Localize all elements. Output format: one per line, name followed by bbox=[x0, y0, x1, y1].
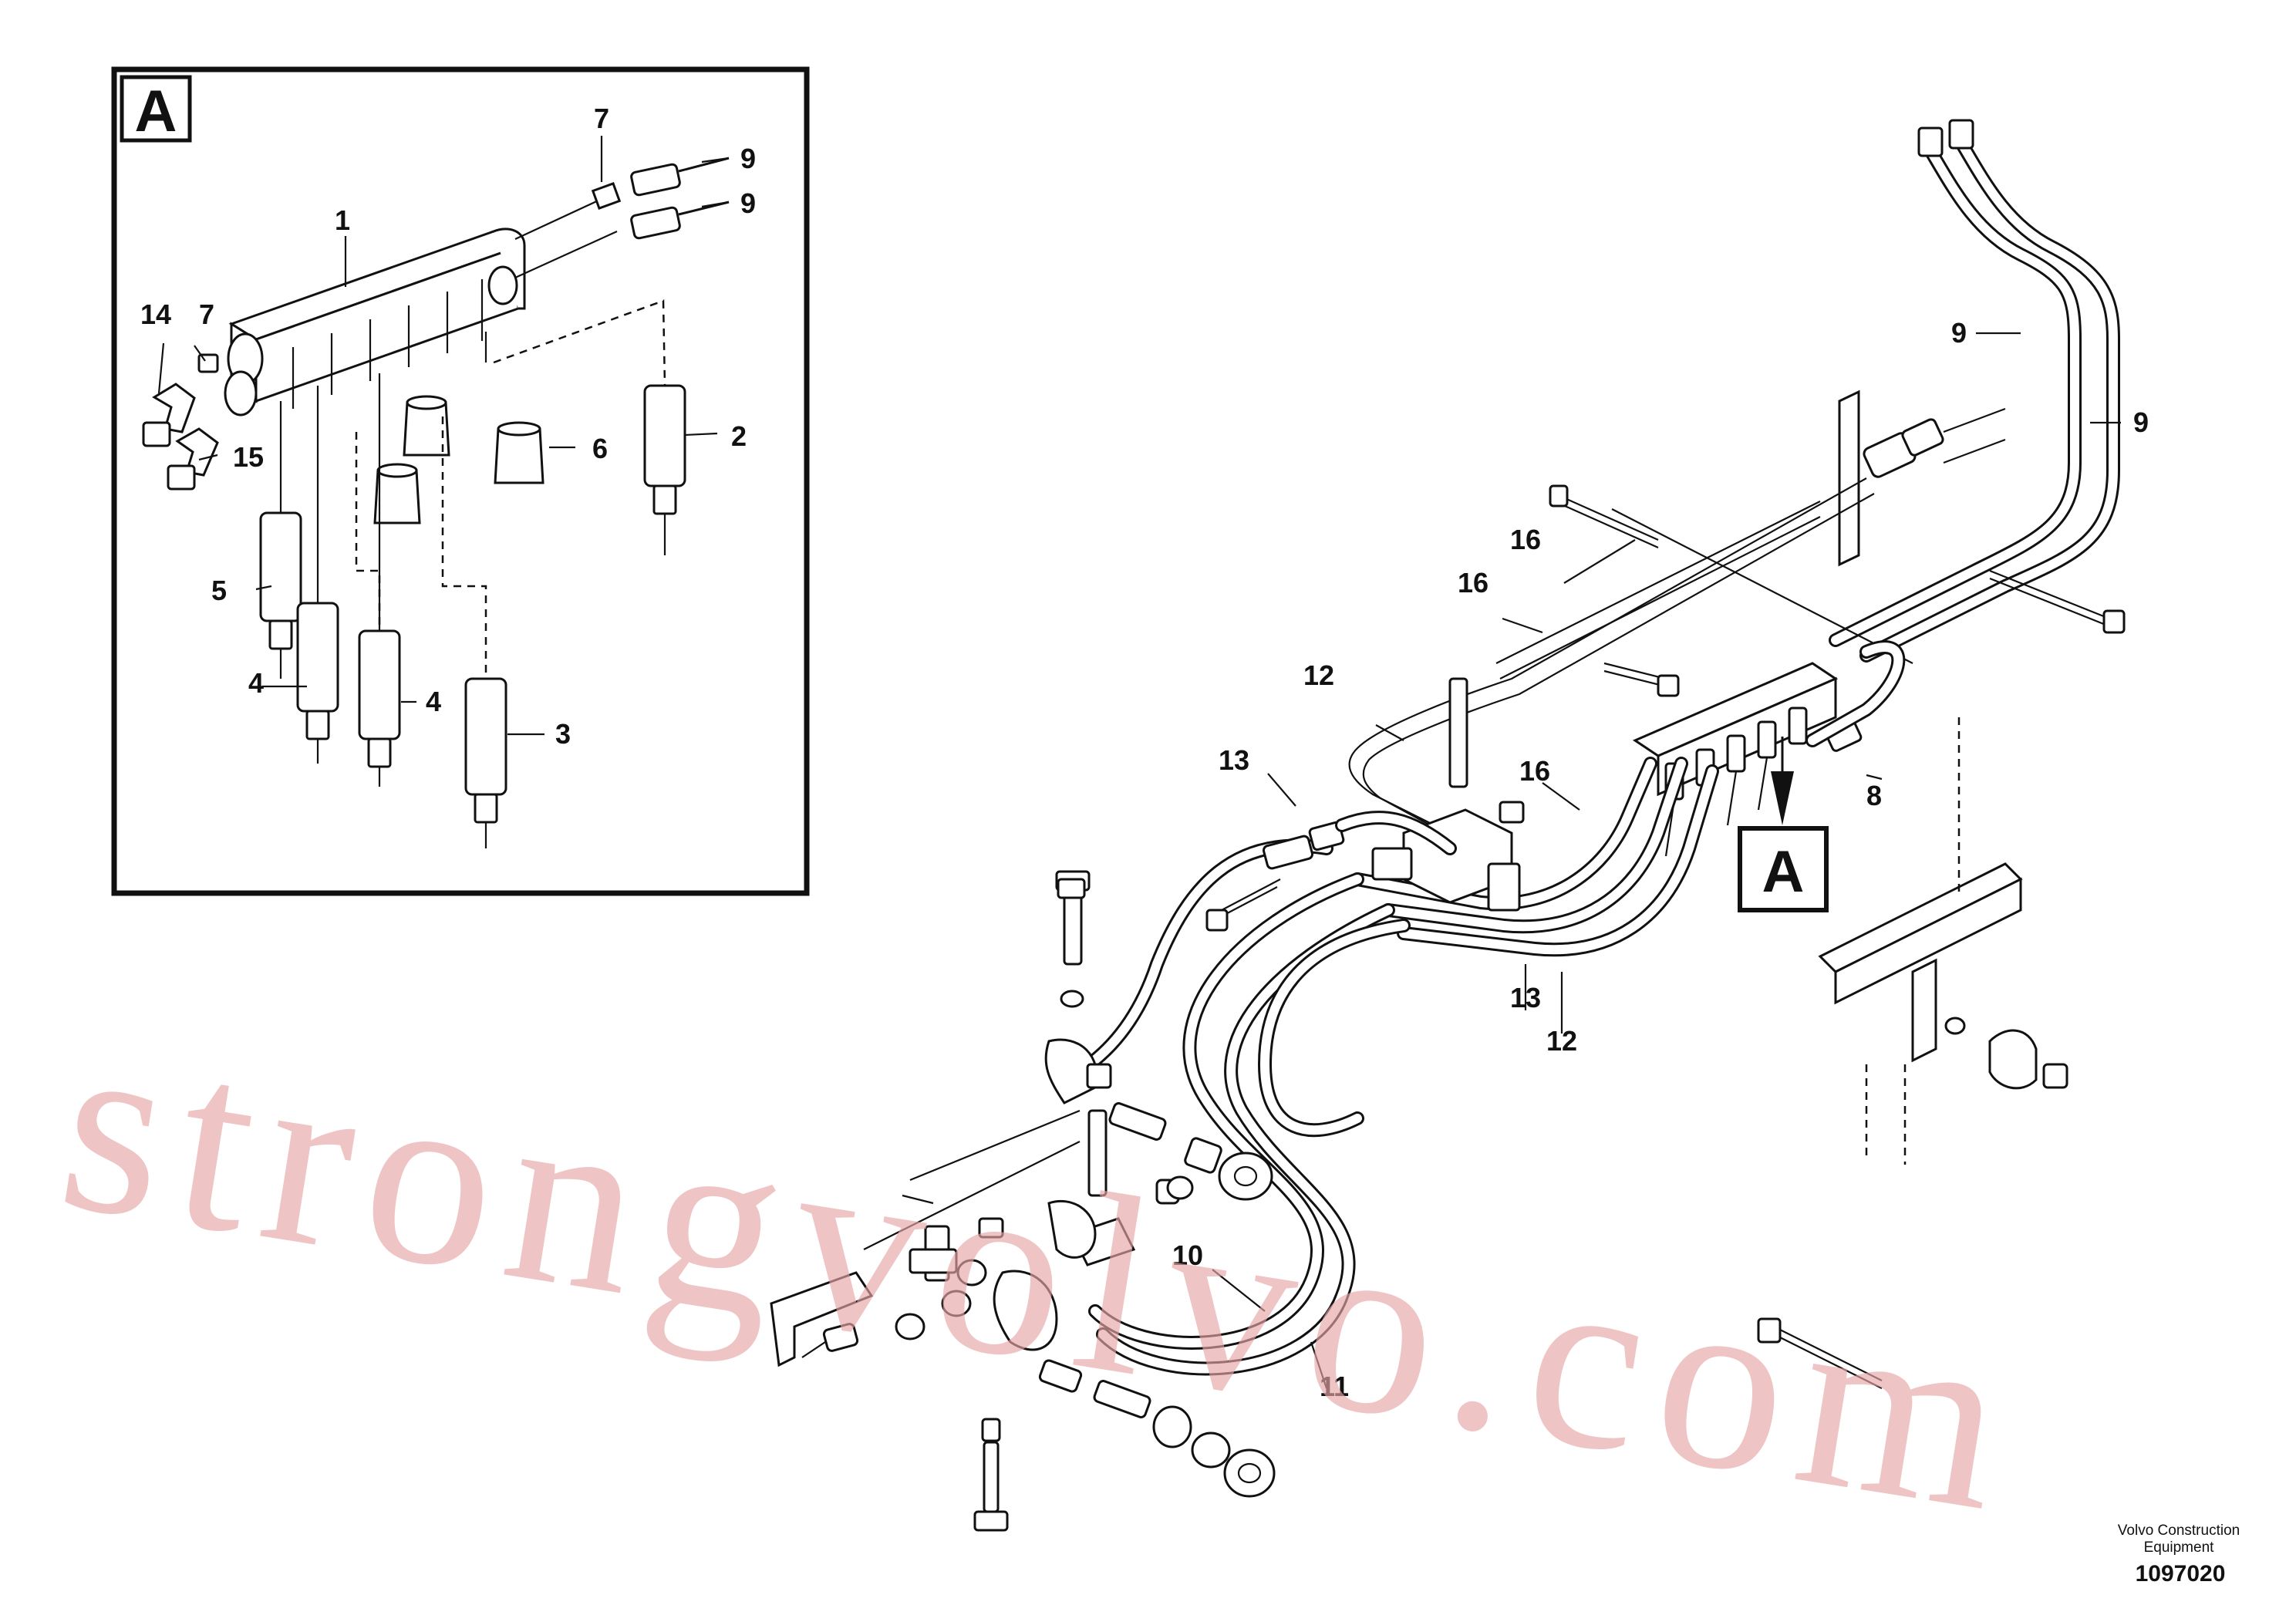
watermark: strongvolvo.com bbox=[46, 980, 2038, 1567]
callout-15: 15 bbox=[233, 441, 264, 473]
center-clamp bbox=[1371, 677, 1525, 912]
detail-elbows bbox=[142, 353, 219, 491]
callout-6: 6 bbox=[592, 433, 608, 464]
callout-14: 14 bbox=[140, 298, 171, 330]
upper-bracket bbox=[1838, 389, 2006, 567]
callout-16-upper: 16 bbox=[1510, 524, 1541, 555]
callout-13-lower: 13 bbox=[1510, 982, 1541, 1013]
callout-12-lower: 12 bbox=[1546, 1025, 1577, 1057]
detail-view-a: A bbox=[111, 66, 810, 896]
main-leaders bbox=[1212, 332, 2121, 1389]
lower-right-bracket bbox=[1818, 717, 2068, 1165]
hose-9-pair bbox=[1829, 119, 2120, 663]
callout-10: 10 bbox=[1172, 1239, 1203, 1271]
footer: Volvo Construction Equipment 1097020 bbox=[2118, 1523, 2240, 1587]
hose-8 bbox=[1805, 640, 1906, 747]
callout-8: 8 bbox=[1866, 780, 1882, 811]
callout-13-upper: 13 bbox=[1219, 744, 1249, 776]
callout-1: 1 bbox=[335, 204, 350, 236]
callout-2: 2 bbox=[731, 420, 747, 452]
callout-4-left: 4 bbox=[248, 667, 264, 699]
callout-9-main-right: 9 bbox=[2133, 406, 2149, 438]
detail-fittings-top bbox=[514, 157, 730, 279]
callout-12-upper: 12 bbox=[1303, 659, 1334, 691]
detail-leaders bbox=[157, 136, 730, 736]
footer-brand-line1: Volvo Construction bbox=[2118, 1523, 2240, 1539]
detail-marker-a: A bbox=[1738, 737, 1829, 912]
detail-valves bbox=[373, 395, 544, 524]
callout-9-upper: 9 bbox=[740, 143, 756, 174]
callout-11: 11 bbox=[1320, 1371, 1349, 1402]
tube-lines bbox=[1348, 477, 1913, 849]
callout-5: 5 bbox=[211, 575, 227, 606]
callout-7-left: 7 bbox=[199, 298, 214, 330]
callout-9-main-upper: 9 bbox=[1951, 317, 1967, 349]
callout-16-middle: 16 bbox=[1458, 567, 1489, 599]
main-assembly-view: 9 9 16 16 16 12 13 13 12 8 10 11 A bbox=[770, 119, 2149, 1532]
callout-7-top: 7 bbox=[594, 103, 609, 134]
footer-brand-line2: Equipment bbox=[2144, 1539, 2215, 1556]
hose-10-11 bbox=[1057, 838, 1411, 1376]
detail-cartridges bbox=[259, 299, 686, 848]
detail-view-title: A bbox=[135, 79, 177, 144]
detail-marker-letter: A bbox=[1762, 839, 1805, 905]
manifold-block bbox=[224, 228, 526, 416]
hose-13 bbox=[1262, 811, 1457, 870]
callout-4-right: 4 bbox=[426, 686, 441, 717]
bolts bbox=[1057, 484, 2126, 1389]
callout-16-lower: 16 bbox=[1519, 755, 1550, 787]
callout-9-lower: 9 bbox=[740, 187, 756, 219]
footer-drawing-number: 1097020 bbox=[2136, 1561, 2226, 1587]
callout-3: 3 bbox=[555, 718, 571, 750]
detail-view-title-box bbox=[120, 75, 192, 143]
